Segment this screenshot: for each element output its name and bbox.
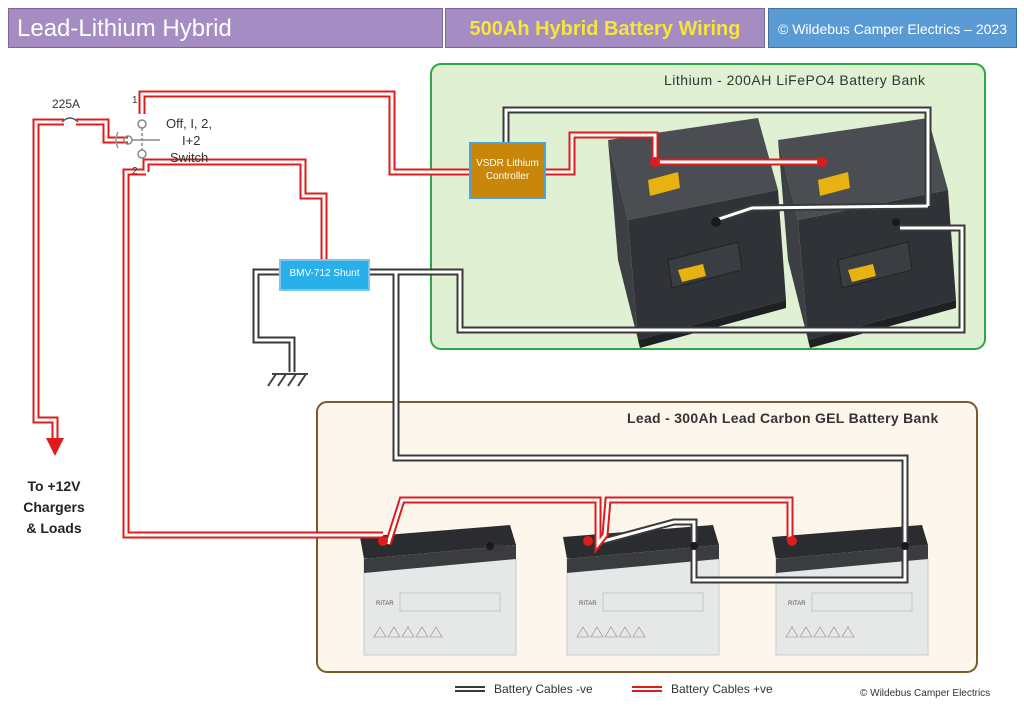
vsdr-label-line2: Controller bbox=[485, 171, 530, 182]
switch-label-2: I+2 bbox=[182, 133, 201, 148]
switch-terminal-1: 1 bbox=[132, 95, 138, 106]
lead-bank-title: Lead - 300Ah Lead Carbon GEL Battery Ban… bbox=[627, 410, 939, 426]
output-label: To +12V Chargers & Loads bbox=[14, 476, 94, 539]
lithium-bank-title: Lithium - 200AH LiFePO4 Battery Bank bbox=[664, 72, 926, 88]
vsdr-controller bbox=[469, 142, 546, 199]
output-label-line3: & Loads bbox=[26, 520, 82, 536]
output-label-line1: To +12V bbox=[27, 478, 81, 494]
output-label-line2: Chargers bbox=[23, 499, 85, 515]
footer-copyright: © Wildebus Camper Electrics bbox=[860, 688, 991, 699]
positive-terminals bbox=[378, 157, 827, 546]
shunt-label: BMV-712 Shunt bbox=[289, 268, 360, 279]
vsdr-label-line1: VSDR Lithium bbox=[476, 158, 539, 169]
header: Lead-Lithium Hybrid 500Ah Hybrid Battery… bbox=[8, 8, 1017, 48]
fuse-icon bbox=[61, 117, 79, 123]
vsdr-label: VSDR Lithium Controller bbox=[470, 157, 545, 183]
header-copyright: © Wildebus Camper Electrics – 2023 bbox=[768, 8, 1017, 48]
legend-positive-label: Battery Cables +ve bbox=[671, 682, 773, 696]
lithium-battery-1 bbox=[607, 117, 787, 349]
bmv-shunt bbox=[279, 259, 370, 291]
diagram-title: Lead-Lithium Hybrid bbox=[8, 8, 443, 48]
ground-icon bbox=[267, 373, 309, 387]
fuse-label: 225A bbox=[52, 97, 81, 111]
switch-icon bbox=[115, 119, 160, 159]
output-arrow-icon bbox=[46, 438, 64, 456]
switch-label-1: Off, I, 2, bbox=[166, 116, 213, 131]
switch-label-3: Switch bbox=[170, 150, 209, 165]
switch-terminal-2: 2 bbox=[132, 166, 138, 177]
diagram-subtitle: 500Ah Hybrid Battery Wiring bbox=[445, 8, 765, 48]
negative-terminals bbox=[486, 217, 909, 550]
legend-negative-label: Battery Cables -ve bbox=[494, 682, 593, 696]
